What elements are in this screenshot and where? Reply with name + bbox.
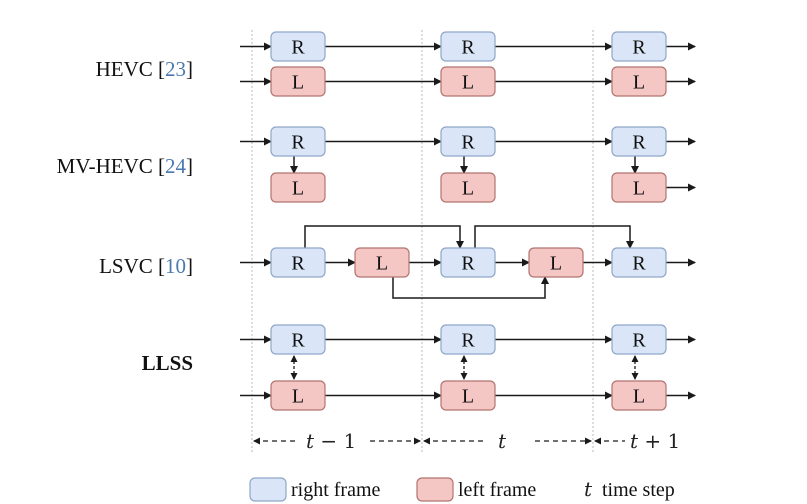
frame-label: L	[633, 72, 645, 94]
time-variable: t	[306, 429, 315, 453]
reference-arrow	[474, 225, 634, 249]
frame-box	[440, 126, 496, 157]
left-frame-node: L	[611, 380, 667, 411]
right-frame-node: R	[440, 126, 496, 157]
frame-label: L	[292, 72, 304, 94]
left-frame-node: L	[611, 66, 667, 97]
left-frame-node: L	[270, 66, 326, 97]
frame-label: L	[292, 386, 304, 408]
frame-box	[611, 324, 667, 355]
frame-label: R	[632, 253, 646, 275]
frame-box	[270, 380, 326, 411]
frame-label: L	[462, 178, 474, 200]
frame-box	[440, 172, 496, 203]
left-frame-node: L	[440, 380, 496, 411]
legend-right-frame-swatch	[249, 477, 287, 502]
row-label-hevc: HEVC [23]	[95, 57, 193, 81]
frame-label: R	[461, 253, 475, 275]
frame-box	[270, 126, 326, 157]
frame-label: R	[291, 253, 305, 275]
frame-label: R	[291, 37, 305, 59]
left-frame-node: L	[611, 172, 667, 203]
frame-box	[440, 31, 496, 62]
right-frame-node: R	[270, 247, 326, 278]
right-frame-node: R	[440, 31, 496, 62]
reference-arrow	[304, 225, 464, 249]
frame-box	[611, 126, 667, 157]
frame-label: R	[461, 132, 475, 154]
frame-box	[440, 324, 496, 355]
frame-label: L	[292, 178, 304, 200]
frame-label: L	[550, 253, 562, 275]
frame-box	[440, 247, 496, 278]
left-frame-node: L	[270, 380, 326, 411]
time-step-label: t − 1	[306, 429, 356, 453]
citation-link[interactable]: 10	[165, 254, 186, 278]
legend-time-symbol: t	[584, 477, 593, 501]
right-frame-node: R	[611, 247, 667, 278]
left-frame-node: L	[528, 247, 584, 278]
right-frame-node: R	[611, 31, 667, 62]
row-label-lsvc: LSVC [10]	[99, 254, 193, 278]
time-offset: + 1	[638, 429, 680, 453]
frame-label: R	[461, 330, 475, 352]
right-frame-node: R	[611, 324, 667, 355]
frame-label: L	[462, 72, 474, 94]
frame-box	[270, 31, 326, 62]
time-variable: t	[498, 429, 507, 453]
frame-box	[611, 247, 667, 278]
row-label-mv-hevc: MV-HEVC [24]	[56, 154, 193, 178]
legend-time-step-label: time step	[602, 479, 675, 501]
left-frame-node: L	[440, 172, 496, 203]
right-frame-node: R	[270, 31, 326, 62]
frame-box	[440, 66, 496, 97]
frame-box	[270, 324, 326, 355]
frame-label: L	[376, 253, 388, 275]
legend-left-frame-label: left frame	[458, 479, 536, 501]
frame-label: L	[462, 386, 474, 408]
frame-box	[270, 66, 326, 97]
citation-link[interactable]: 24	[165, 154, 186, 178]
right-frame-node: R	[440, 324, 496, 355]
method-name: HEVC	[95, 57, 153, 81]
frame-label: R	[291, 330, 305, 352]
frame-box	[611, 66, 667, 97]
method-name: LSVC	[99, 254, 153, 278]
legend-right-frame-label: right frame	[291, 479, 381, 501]
frame-box	[528, 247, 584, 278]
left-frame-node: L	[270, 172, 326, 203]
left-frame-node: L	[440, 66, 496, 97]
frame-box	[354, 247, 410, 278]
frame-box	[440, 380, 496, 411]
frame-box	[270, 172, 326, 203]
frame-box	[270, 247, 326, 278]
reference-arrow	[392, 276, 549, 299]
frame-label: L	[633, 178, 645, 200]
time-step-label: t + 1	[630, 429, 680, 453]
right-frame-node: R	[611, 126, 667, 157]
citation-link[interactable]: 23	[165, 57, 186, 81]
frame-label: R	[632, 37, 646, 59]
frame-label: R	[632, 132, 646, 154]
method-name: MV-HEVC	[56, 154, 153, 178]
time-step-label: t	[498, 429, 507, 453]
legend-left-frame-swatch	[416, 477, 454, 502]
frame-label: R	[291, 132, 305, 154]
time-offset: − 1	[314, 429, 356, 453]
frame-box	[611, 380, 667, 411]
left-frame-node: L	[354, 247, 410, 278]
frame-label: L	[633, 386, 645, 408]
frame-label: R	[461, 37, 475, 59]
frame-box	[611, 172, 667, 203]
right-frame-node: R	[440, 247, 496, 278]
time-variable: t	[630, 429, 639, 453]
row-label-llss: LLSS	[3, 351, 193, 376]
right-frame-node: R	[270, 324, 326, 355]
right-frame-node: R	[270, 126, 326, 157]
frame-box	[611, 31, 667, 62]
frame-label: R	[632, 330, 646, 352]
method-name: LLSS	[141, 351, 193, 375]
